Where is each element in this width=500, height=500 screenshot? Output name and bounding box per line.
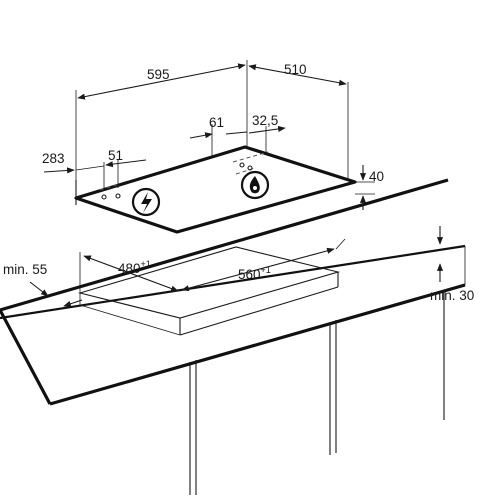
label-510: 510 bbox=[284, 62, 307, 77]
dimension-480 bbox=[79, 252, 179, 293]
worktop-front-long-edge bbox=[49, 283, 466, 406]
dimension-min-55 bbox=[29, 281, 83, 307]
electric-connection-icon bbox=[131, 187, 161, 217]
dimension-560 bbox=[181, 238, 346, 292]
worktop-thickness-line bbox=[0, 244, 466, 320]
ext-283 bbox=[75, 165, 105, 171]
label-32-5: 32,5 bbox=[252, 113, 278, 128]
label-min-55: min. 55 bbox=[3, 262, 47, 277]
dimension-283 bbox=[43, 165, 105, 174]
label-595: 595 bbox=[147, 67, 170, 82]
label-40: 40 bbox=[369, 169, 384, 184]
dim-line-560 bbox=[181, 247, 335, 292]
hob-burner-dash-2 bbox=[232, 151, 269, 163]
dimension-61 bbox=[189, 124, 248, 158]
hob-burner-dash-1 bbox=[99, 183, 121, 191]
label-283: 283 bbox=[42, 151, 65, 166]
worktop-back-edge bbox=[0, 178, 449, 312]
dim-line-51 bbox=[105, 159, 147, 168]
dim-line-480 bbox=[83, 255, 179, 292]
hob-connection-point-left bbox=[101, 194, 107, 200]
label-51: 51 bbox=[108, 148, 123, 163]
label-min-30: min. 30 bbox=[430, 288, 474, 303]
dim-line-min-55-a bbox=[29, 281, 49, 297]
label-480: 480+1 bbox=[118, 259, 151, 276]
dim-line-283 bbox=[43, 167, 75, 174]
dimension-510 bbox=[248, 64, 349, 180]
gas-connection-icon bbox=[240, 170, 270, 200]
dimension-40 bbox=[355, 165, 375, 210]
dim-line-595 bbox=[77, 63, 246, 100]
ext-560-right bbox=[335, 238, 346, 250]
worktop-front-edge bbox=[0, 309, 52, 405]
cutout-depth-bottom bbox=[179, 286, 339, 336]
hob-connection-point-left-2 bbox=[115, 193, 121, 199]
dimension-32-5 bbox=[248, 125, 286, 152]
label-61: 61 bbox=[209, 115, 224, 130]
label-560: 560+1 bbox=[238, 265, 271, 282]
worktop bbox=[0, 178, 466, 406]
cutout-inner-edge-2 bbox=[79, 304, 181, 336]
cabinet bbox=[189, 290, 445, 495]
dimension-51 bbox=[103, 159, 147, 190]
dim-line-61b bbox=[225, 131, 248, 135]
hob-connection-point-right-2 bbox=[247, 165, 253, 171]
dim-line-510 bbox=[248, 64, 347, 86]
dim-line-min-55-b bbox=[63, 299, 83, 307]
hob-connection-point-right bbox=[239, 162, 245, 168]
dim-line-32-5 bbox=[248, 125, 286, 134]
dim-line-61 bbox=[189, 132, 213, 139]
